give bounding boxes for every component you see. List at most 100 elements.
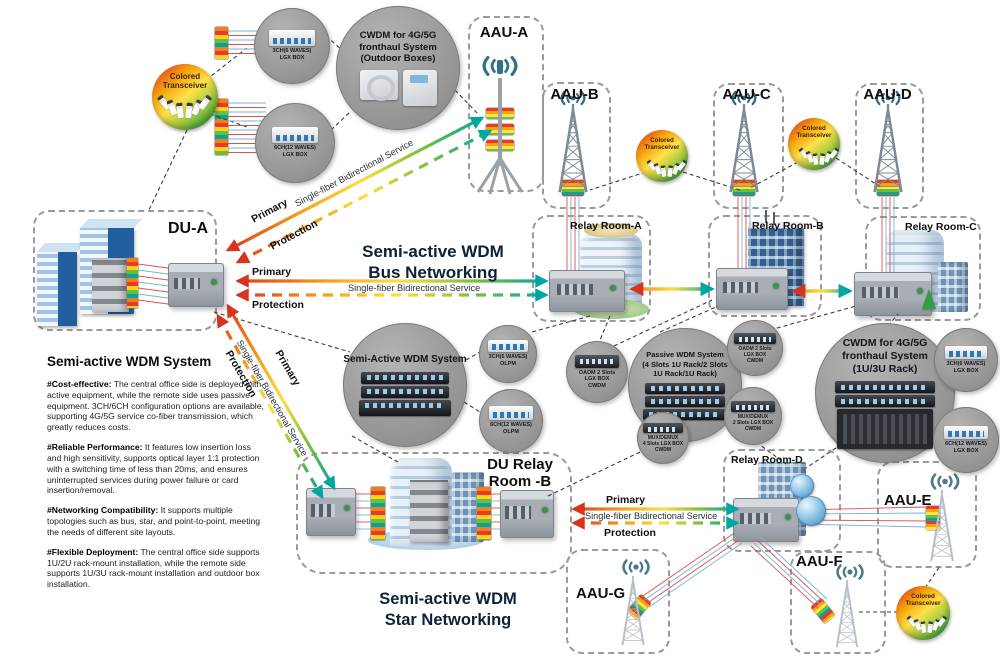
paragraph-body: The central office side supports 1U/2U r… bbox=[47, 546, 260, 590]
relay-c-annex bbox=[938, 262, 968, 312]
oadm-label: OADM 2 Slots LGX BOX CWDM bbox=[578, 369, 616, 389]
colored-transceiver-icon: Colored Transceiver bbox=[636, 130, 688, 182]
bus-title-line2: Bus Networking bbox=[368, 263, 498, 283]
colored-transceiver-icon: Colored Transceiver bbox=[788, 118, 840, 170]
node-label-du-a: DU-A bbox=[168, 220, 208, 237]
relay-d-globe-small bbox=[790, 474, 814, 498]
title-star-networking: Semi-active WDM Star Networking bbox=[348, 589, 548, 630]
node-box-aau-b bbox=[542, 82, 611, 209]
du-a-server-rack-1 bbox=[37, 252, 77, 326]
oadm-label: OADM 2 Slots LGX BOX CWDM bbox=[738, 345, 772, 364]
callout-olpm-6ch: 6CH(12 WAVES) OLPM bbox=[479, 389, 543, 453]
sfp-fan-icon bbox=[795, 125, 844, 174]
relay-c-chassis bbox=[854, 272, 932, 316]
star-title-line2: Star Networking bbox=[384, 610, 512, 629]
paragraph-lead: #Flexible Deployment: bbox=[47, 546, 139, 557]
olpm-3ch-label: 3CH(6 WAVES) OLPM bbox=[488, 354, 528, 367]
node-label-relay-d: Relay Room-D bbox=[731, 454, 803, 466]
callout-lgx-3ch-right: 3CH(6 WAVES) LGX BOX bbox=[934, 328, 998, 392]
du-relay-strip-left bbox=[371, 487, 385, 540]
label-primary-dua-aaua: Primary bbox=[249, 196, 290, 226]
callout-passive-system: Passive WDM System (4 Slots 1U Rack/2 Sl… bbox=[628, 328, 742, 442]
oadm-device bbox=[734, 332, 776, 344]
node-label-relay-a: Relay Room-A bbox=[570, 220, 642, 232]
relay-d-chassis bbox=[733, 498, 799, 542]
node-box-aau-a bbox=[468, 16, 544, 192]
du-relay-chassis-left bbox=[306, 488, 356, 536]
description-paragraph: #Reliable Performance: It features low i… bbox=[47, 442, 265, 496]
lgx-box-device bbox=[944, 425, 988, 439]
aau-d-band bbox=[877, 180, 899, 196]
callout-lgx-6ch-right: 6CH(12 WAVES) LGX BOX bbox=[933, 407, 999, 473]
lgx-3ch-label: 3CH(6 WAVES) LGX BOX bbox=[946, 360, 986, 374]
lgx-strip-3ch bbox=[215, 27, 228, 59]
callout-olpm-3ch: 3CH(6 WAVES) OLPM bbox=[479, 325, 537, 383]
rack-unit bbox=[359, 399, 451, 416]
label-primary-bus: Primary bbox=[252, 266, 292, 278]
sfp-fan-icon bbox=[643, 137, 692, 186]
title-bus-networking: Semi-active WDM Bus Networking bbox=[333, 241, 533, 284]
callout-semi-active-system: Semi-Active WDM System bbox=[343, 323, 467, 447]
relay-d-globe-large bbox=[796, 496, 826, 526]
node-label-aau-f: AAU-F bbox=[796, 553, 843, 570]
rack-3u-unit bbox=[837, 409, 933, 450]
label-protection-dua-aaua: Protection bbox=[268, 217, 320, 253]
label-service-bus: Single-fiber Bidirectional Service bbox=[348, 283, 481, 293]
callout-cwdm-rack: CWDM for 4G/5G fronthaul System (1U/3U R… bbox=[815, 323, 955, 463]
relay-a-chassis bbox=[549, 270, 625, 312]
callout-mux-4slot: MUX/DEMUX 4 Slots LGX BOX CWDM bbox=[637, 412, 689, 464]
node-label-aau-g: AAU-G bbox=[576, 585, 626, 602]
du-relay-line2: Room -B bbox=[488, 473, 552, 491]
olpm-6ch-label: 6CH(12 WAVES) OLPM bbox=[490, 422, 532, 435]
description-paragraph: #Cost-effective: The central office side… bbox=[47, 379, 265, 433]
description-paragraph: #Networking Compatibility: It supports m… bbox=[47, 505, 265, 537]
description-title: Semi-active WDM System bbox=[47, 354, 212, 369]
lgx-6ch-label: 6CH(12 WAVES) LGX BOX bbox=[274, 145, 316, 158]
rack-unit bbox=[361, 385, 449, 398]
label-protection-bus: Protection bbox=[252, 299, 304, 311]
callout-oadm-bus: OADM 2 Slots LGX BOX CWDM bbox=[566, 341, 628, 403]
paragraph-lead: #Cost-effective: bbox=[47, 379, 112, 389]
du-a-wavelength-strip bbox=[127, 258, 138, 308]
callout-oadm-right: OADM 2 Slots LGX BOX CWDM bbox=[727, 320, 783, 376]
node-label-relay-b: Relay Room-B bbox=[752, 220, 824, 232]
du-relay-equipment-stack bbox=[410, 480, 448, 542]
paragraph-lead: #Reliable Performance: bbox=[47, 442, 143, 453]
node-label-aau-d: AAU-D bbox=[863, 86, 912, 103]
callout-lgx-6ch-top: 6CH(12 WAVES) LGX BOX bbox=[255, 103, 335, 183]
description-paragraph: #Flexible Deployment: The central office… bbox=[47, 547, 265, 590]
callout-cwdm-outdoor: CWDM for 4G/5G fronthaul System (Outdoor… bbox=[336, 6, 460, 130]
semi-active-system-label: Semi-Active WDM System bbox=[343, 354, 467, 366]
rack-unit bbox=[645, 382, 725, 394]
callout-lgx-3ch-top: 3CH(6 WAVES) LGX BOX bbox=[254, 8, 330, 84]
mux-2slot-label: MUX/DEMUX 2 Slots LGX BOX CWDM bbox=[732, 413, 774, 432]
aau-e-band bbox=[926, 506, 940, 530]
node-label-du-relay-b: DU Relay Room -B bbox=[484, 456, 556, 491]
sfp-fan-icon bbox=[903, 593, 952, 642]
colored-transceiver-label: Colored Transceiver bbox=[905, 593, 941, 608]
cwdm-outdoor-label: CWDM for 4G/5G fronthaul System (Outdoor… bbox=[359, 29, 437, 65]
label-protection-star: Protection bbox=[604, 527, 656, 539]
node-label-aau-a: AAU-A bbox=[479, 24, 529, 41]
relay-b-chassis bbox=[716, 268, 788, 310]
du-a-equipment-stack bbox=[92, 258, 129, 312]
aau-a-band-2 bbox=[486, 124, 514, 135]
mux-device bbox=[731, 400, 775, 412]
colored-transceiver-label: Colored Transceiver bbox=[644, 137, 680, 152]
node-box-relay-a bbox=[532, 215, 651, 322]
node-box-du-relay-b bbox=[296, 452, 572, 574]
rack-unit bbox=[643, 408, 727, 420]
rack-unit bbox=[645, 395, 725, 407]
label-service-star: Single-fiber Bidirectional Service bbox=[585, 511, 718, 521]
node-box-aau-c bbox=[713, 83, 784, 209]
node-label-aau-e: AAU-E bbox=[884, 492, 932, 509]
colored-transceiver-label: Colored Transceiver bbox=[162, 72, 208, 90]
bus-title-line1: Semi-active WDM bbox=[362, 242, 504, 261]
star-title-line1: Semi-active WDM bbox=[379, 590, 517, 608]
rack-unit bbox=[835, 381, 935, 394]
label-primary-dua-durelay: Primary bbox=[272, 348, 303, 388]
label-primary-star: Primary bbox=[606, 494, 646, 506]
sfp-fan-icon bbox=[152, 64, 218, 130]
colored-transceiver-icon: Colored Transceiver bbox=[896, 586, 950, 640]
